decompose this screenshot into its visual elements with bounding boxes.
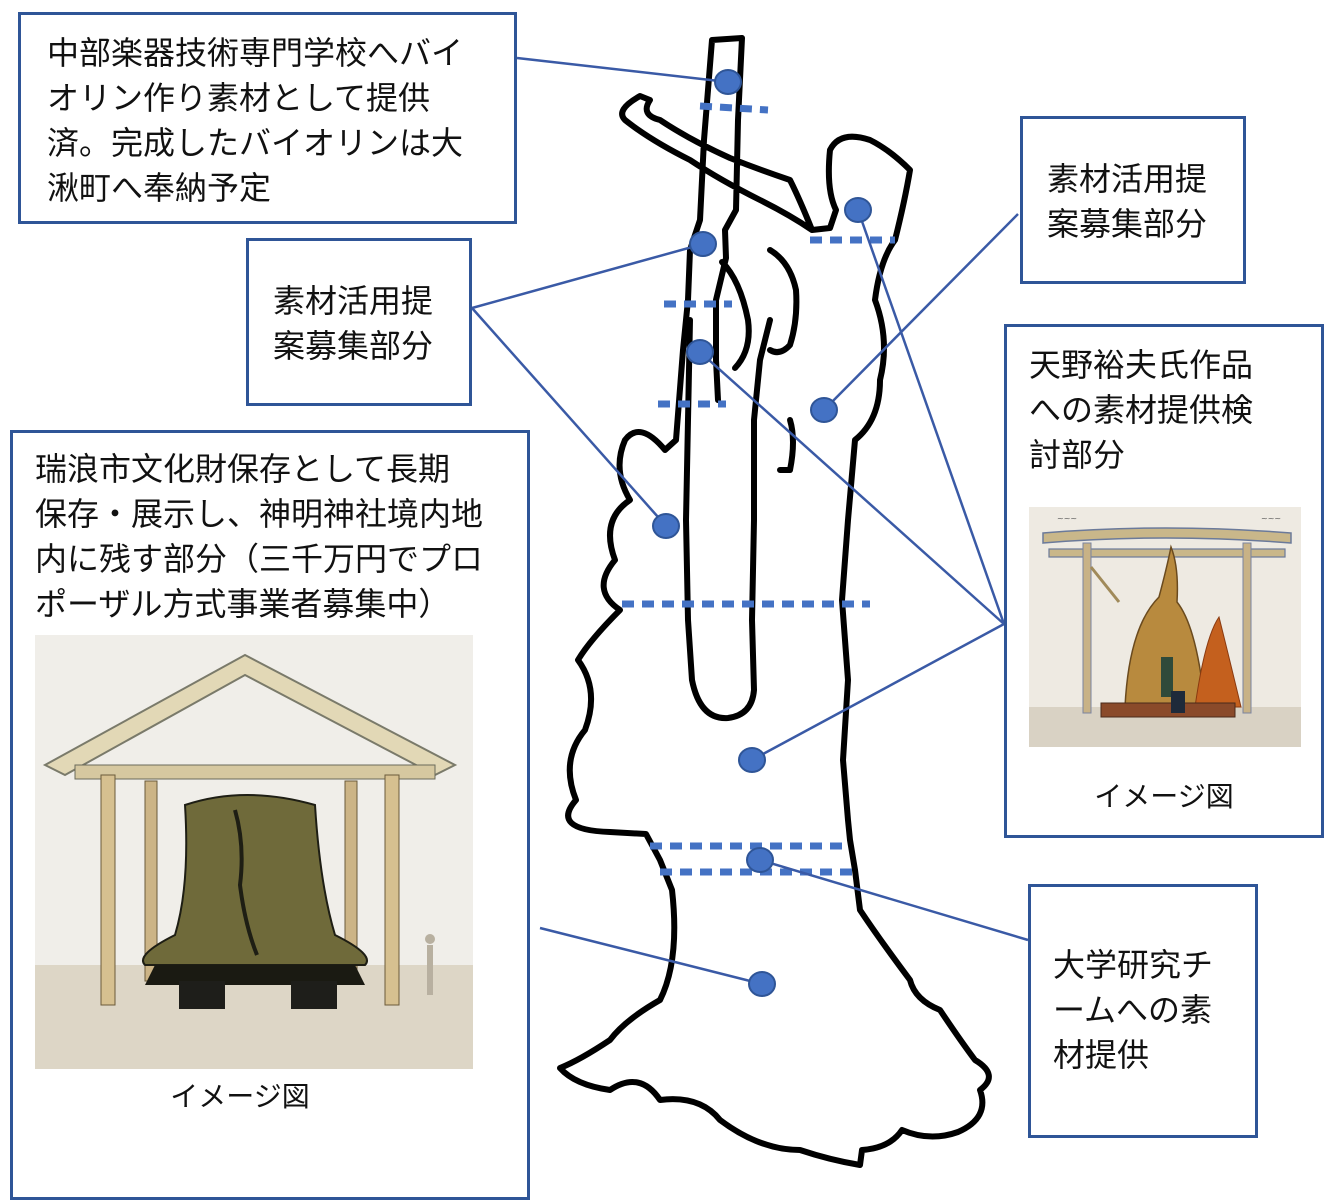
connector-amano-c xyxy=(751,622,1005,762)
marker-dot xyxy=(689,231,717,257)
marker-dot xyxy=(810,397,838,423)
label-amano-line: 天野裕夫氏作品 xyxy=(1029,346,1254,384)
label-proposal-right-line: 素材活用提 xyxy=(1047,160,1208,198)
label-violin-line: 湫町へ奉納予定 xyxy=(47,169,272,207)
inner-limb-outline xyxy=(683,317,773,722)
label-preserve: 瑞浪市文化財保存として長期 保存・展示し、神明神社境内地 内に残す部分（三千万円… xyxy=(10,430,530,1200)
label-proposal-left-line: 案募集部分 xyxy=(273,327,434,365)
marker-dot xyxy=(748,971,776,997)
marker-dot xyxy=(746,847,774,873)
label-amano-line: 討部分 xyxy=(1029,436,1126,474)
left-image-caption: イメージ図 xyxy=(170,1080,310,1113)
connector-violin xyxy=(516,56,729,84)
torii-sculpture-sketch-illustration: ~~~ ~~~ xyxy=(1029,507,1301,747)
label-amano: 天野裕夫氏作品 への素材提供検 討部分 ~~~ ~~~ イメージ図 xyxy=(1004,324,1324,838)
label-univ-line: 材提供 xyxy=(1053,1036,1150,1074)
label-univ: 大学研究チ ームへの素 材提供 xyxy=(1028,884,1258,1138)
connector-proposal-right xyxy=(823,213,1019,411)
connector-proposal-left-a xyxy=(471,242,704,310)
label-proposal-left: 素材活用提 案募集部分 xyxy=(246,238,472,406)
connector-preserve xyxy=(539,926,763,986)
label-proposal-right: 素材活用提 案募集部分 xyxy=(1020,116,1246,284)
label-univ-line: ームへの素 xyxy=(1053,991,1213,1029)
label-amano-line: への素材提供検 xyxy=(1029,391,1254,429)
connector-amano-b xyxy=(699,351,1005,625)
svg-text:~~~: ~~~ xyxy=(1261,514,1281,523)
connector-univ xyxy=(759,858,1029,942)
inner-branch-outline xyxy=(719,247,800,371)
shrine-sketch-illustration xyxy=(35,635,473,1069)
svg-text:~~~: ~~~ xyxy=(1057,514,1077,523)
connector-lines xyxy=(471,56,1029,986)
trunk-outline xyxy=(557,35,992,1168)
label-violin-line: オリン作り素材として提供 xyxy=(47,79,431,117)
label-preserve-line: 保存・展示し、神明神社境内地 xyxy=(35,495,484,533)
marker-dots xyxy=(652,69,872,997)
label-proposal-left-line: 素材活用提 xyxy=(273,282,434,320)
tree-outline xyxy=(557,35,992,1168)
label-violin-line: 中部楽器技術専門学校へバイ xyxy=(47,34,464,72)
connector-amano-a xyxy=(856,209,1006,625)
trunk-right-edge xyxy=(777,417,796,473)
label-univ-line: 大学研究チ xyxy=(1053,946,1214,984)
label-violin-line: 済。完成したバイオリンは大 xyxy=(47,124,464,162)
marker-dot xyxy=(652,513,680,539)
label-preserve-line: 内に残す部分（三千万円でプロ xyxy=(35,540,484,578)
label-preserve-line: ポーザル方式事業者募集中） xyxy=(35,585,451,623)
cut-line-1 xyxy=(699,102,769,114)
right-image-caption: イメージ図 xyxy=(1094,780,1234,813)
marker-dot xyxy=(714,69,742,95)
label-proposal-right-line: 案募集部分 xyxy=(1047,205,1208,243)
cut-lines xyxy=(622,102,895,876)
marker-dot xyxy=(738,747,766,773)
connector-proposal-left-b xyxy=(471,307,667,527)
marker-dot xyxy=(844,197,872,223)
label-violin: 中部楽器技術専門学校へバイ オリン作り素材として提供 済。完成したバイオリンは大… xyxy=(18,12,517,224)
label-preserve-line: 瑞浪市文化財保存として長期 xyxy=(35,450,451,488)
marker-dot xyxy=(686,339,714,365)
